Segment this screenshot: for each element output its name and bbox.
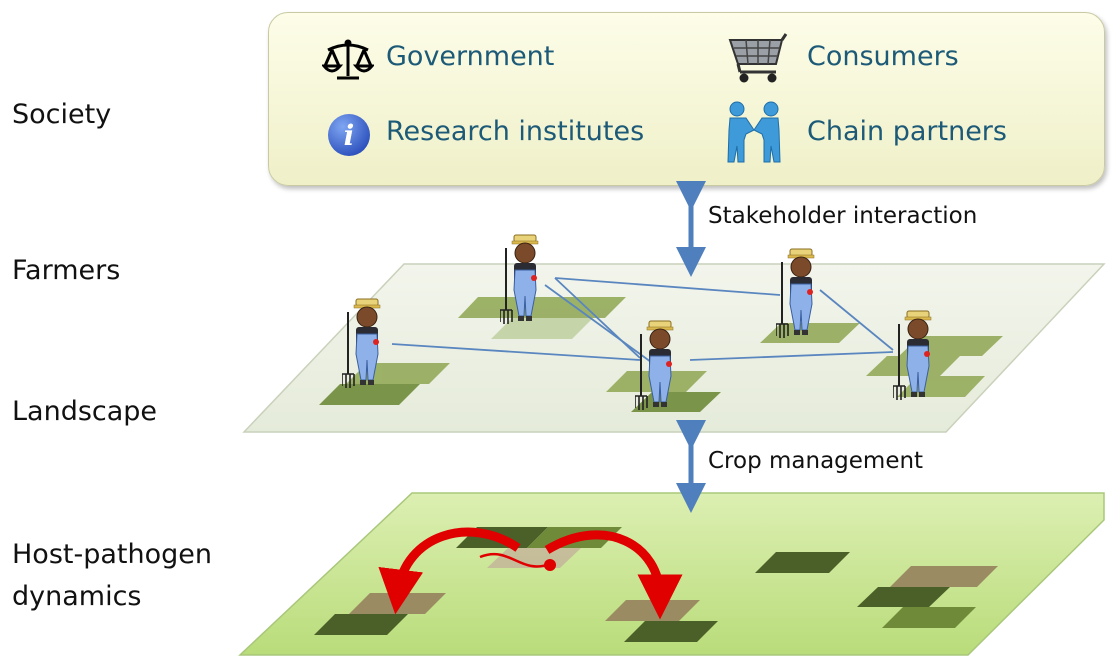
farmer-icon bbox=[635, 320, 674, 410]
handshake-icon bbox=[727, 101, 781, 163]
crop-management-label: Crop management bbox=[708, 448, 924, 474]
field bbox=[890, 566, 998, 587]
level-label-dynamics: dynamics bbox=[12, 581, 142, 612]
stakeholder-government: Government bbox=[386, 41, 555, 72]
level-label-society: Society bbox=[12, 99, 112, 130]
field bbox=[319, 384, 420, 405]
farmer-icon bbox=[500, 234, 539, 324]
field bbox=[314, 614, 408, 635]
field bbox=[491, 318, 593, 339]
farmer-icon bbox=[893, 310, 932, 400]
pathogen-spread bbox=[378, 527, 683, 620]
scales-icon bbox=[322, 39, 374, 80]
field bbox=[624, 621, 718, 642]
level-label-landscape: Landscape bbox=[12, 396, 158, 427]
infection-arrow-left bbox=[378, 527, 521, 615]
field bbox=[487, 548, 581, 568]
field bbox=[760, 323, 860, 343]
farmer-network bbox=[391, 277, 894, 371]
field bbox=[882, 607, 976, 628]
stakeholder-chain-partners: Chain partners bbox=[807, 116, 1007, 147]
farmer-icon bbox=[776, 248, 815, 338]
svg-text:i: i bbox=[344, 119, 355, 152]
stakeholder-interaction-label: Stakeholder interaction bbox=[708, 203, 978, 229]
society-box bbox=[268, 12, 1105, 186]
infection-arrow-right bbox=[544, 530, 683, 620]
info-icon: i bbox=[328, 114, 370, 156]
shopping-cart-icon bbox=[728, 33, 788, 83]
landscape-plane bbox=[242, 263, 1106, 433]
field bbox=[857, 587, 950, 607]
pathogen-dot bbox=[544, 559, 556, 571]
field bbox=[755, 552, 850, 573]
level-label-host-pathogen: Host-pathogen bbox=[12, 539, 212, 570]
farmer-icon bbox=[342, 298, 381, 388]
stakeholder-research-institutes: Research institutes bbox=[386, 116, 645, 147]
level-label-farmers: Farmers bbox=[12, 255, 121, 286]
stakeholder-consumers: Consumers bbox=[807, 41, 959, 72]
